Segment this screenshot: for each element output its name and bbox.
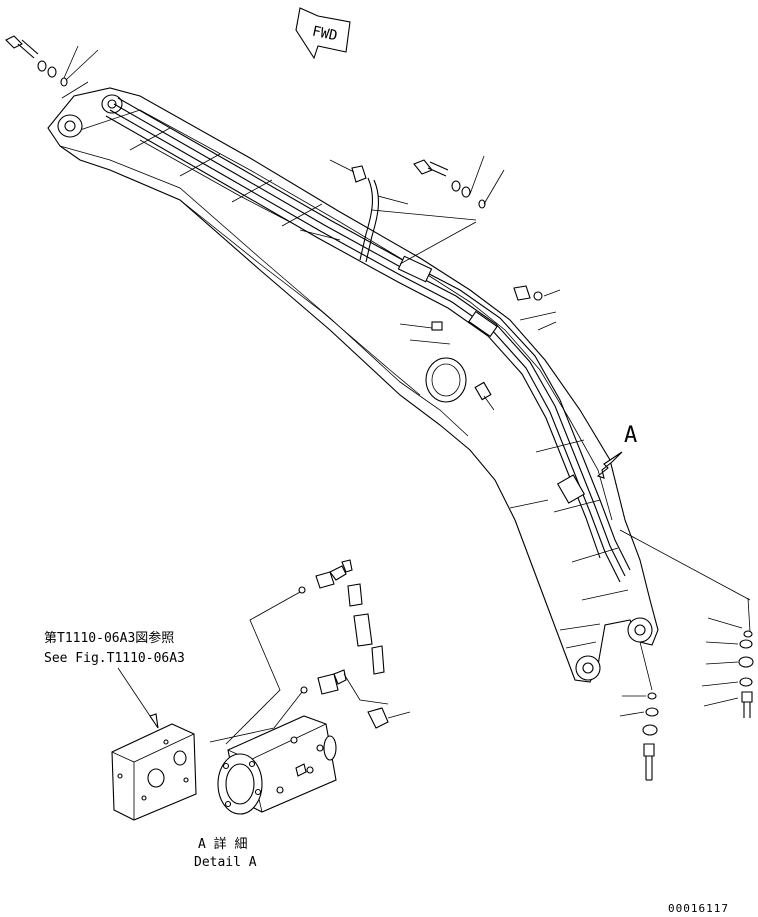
flange-disk [217,753,263,815]
rear-pin-boss [57,114,83,138]
washer [451,180,461,192]
washer-l1 [645,707,659,717]
spring-washer [37,60,47,72]
o-ring [60,77,68,87]
top-left-bolt-group [5,35,99,99]
flat-washer [47,66,57,78]
washer-r1 [739,639,753,649]
bolt-icon [5,35,23,49]
o-ring-a2 [300,686,308,694]
drawing-number: 00016117 [668,902,729,915]
upper-middle-bolt-group [371,155,505,265]
hose-fitting-upper [329,159,409,205]
right-bolt-stack [619,529,754,718]
reference-note: 第T1110-06A3図参照 See Fig.T1110-06A3 [44,630,185,729]
detail-a-fittings [209,559,411,745]
front-pin-boss [627,617,653,643]
spring-washer-l1 [642,724,658,736]
detail-caption-en: Detail A [194,855,257,870]
washer-r2 [739,677,753,687]
elbow-fitting-lower [317,673,339,695]
adapter-1 [347,583,363,607]
rear-pin-boss-upper [101,94,123,114]
front-pin-boss-lower [575,655,601,681]
pipe-clamp-block-2 [468,310,498,338]
bolt-icon-2 [413,159,433,175]
adapter-2 [353,613,373,647]
right-fitting-group [513,285,561,331]
detail-a-arrow [596,451,623,479]
reference-note-en: See Fig.T1110-06A3 [44,651,185,666]
detail-caption-jp: A 詳 細 [198,836,247,852]
small-fitting-group [399,321,495,411]
boom-arm [47,87,659,683]
bolt-icon-l [643,743,655,757]
elbow-fitting-upper [315,571,335,589]
fwd-label: FWD [311,23,339,44]
fwd-direction-arrow: FWD [295,7,351,60]
valve-block-detail-a [111,715,337,821]
hydraulic-piping [105,97,631,601]
pipe-clamp-block-3 [556,474,586,504]
adapter-3 [371,645,385,675]
o-ring-r1 [743,630,753,638]
reference-note-jp: 第T1110-06A3図参照 [44,630,174,646]
detail-caption: A 詳 細 Detail A [194,836,257,870]
pipe-clamp-block [397,255,433,283]
view-marker-a: A [624,423,637,448]
valve-block-left [111,723,197,821]
o-ring-2 [478,199,486,209]
lower-bolt-stack [619,641,659,781]
hex-nut [367,707,389,729]
o-ring-a1 [298,586,306,594]
spring-washer-r1 [738,656,754,668]
washer-2 [461,186,471,198]
bolt-icon-r [741,691,753,703]
o-ring-l1 [647,692,657,700]
